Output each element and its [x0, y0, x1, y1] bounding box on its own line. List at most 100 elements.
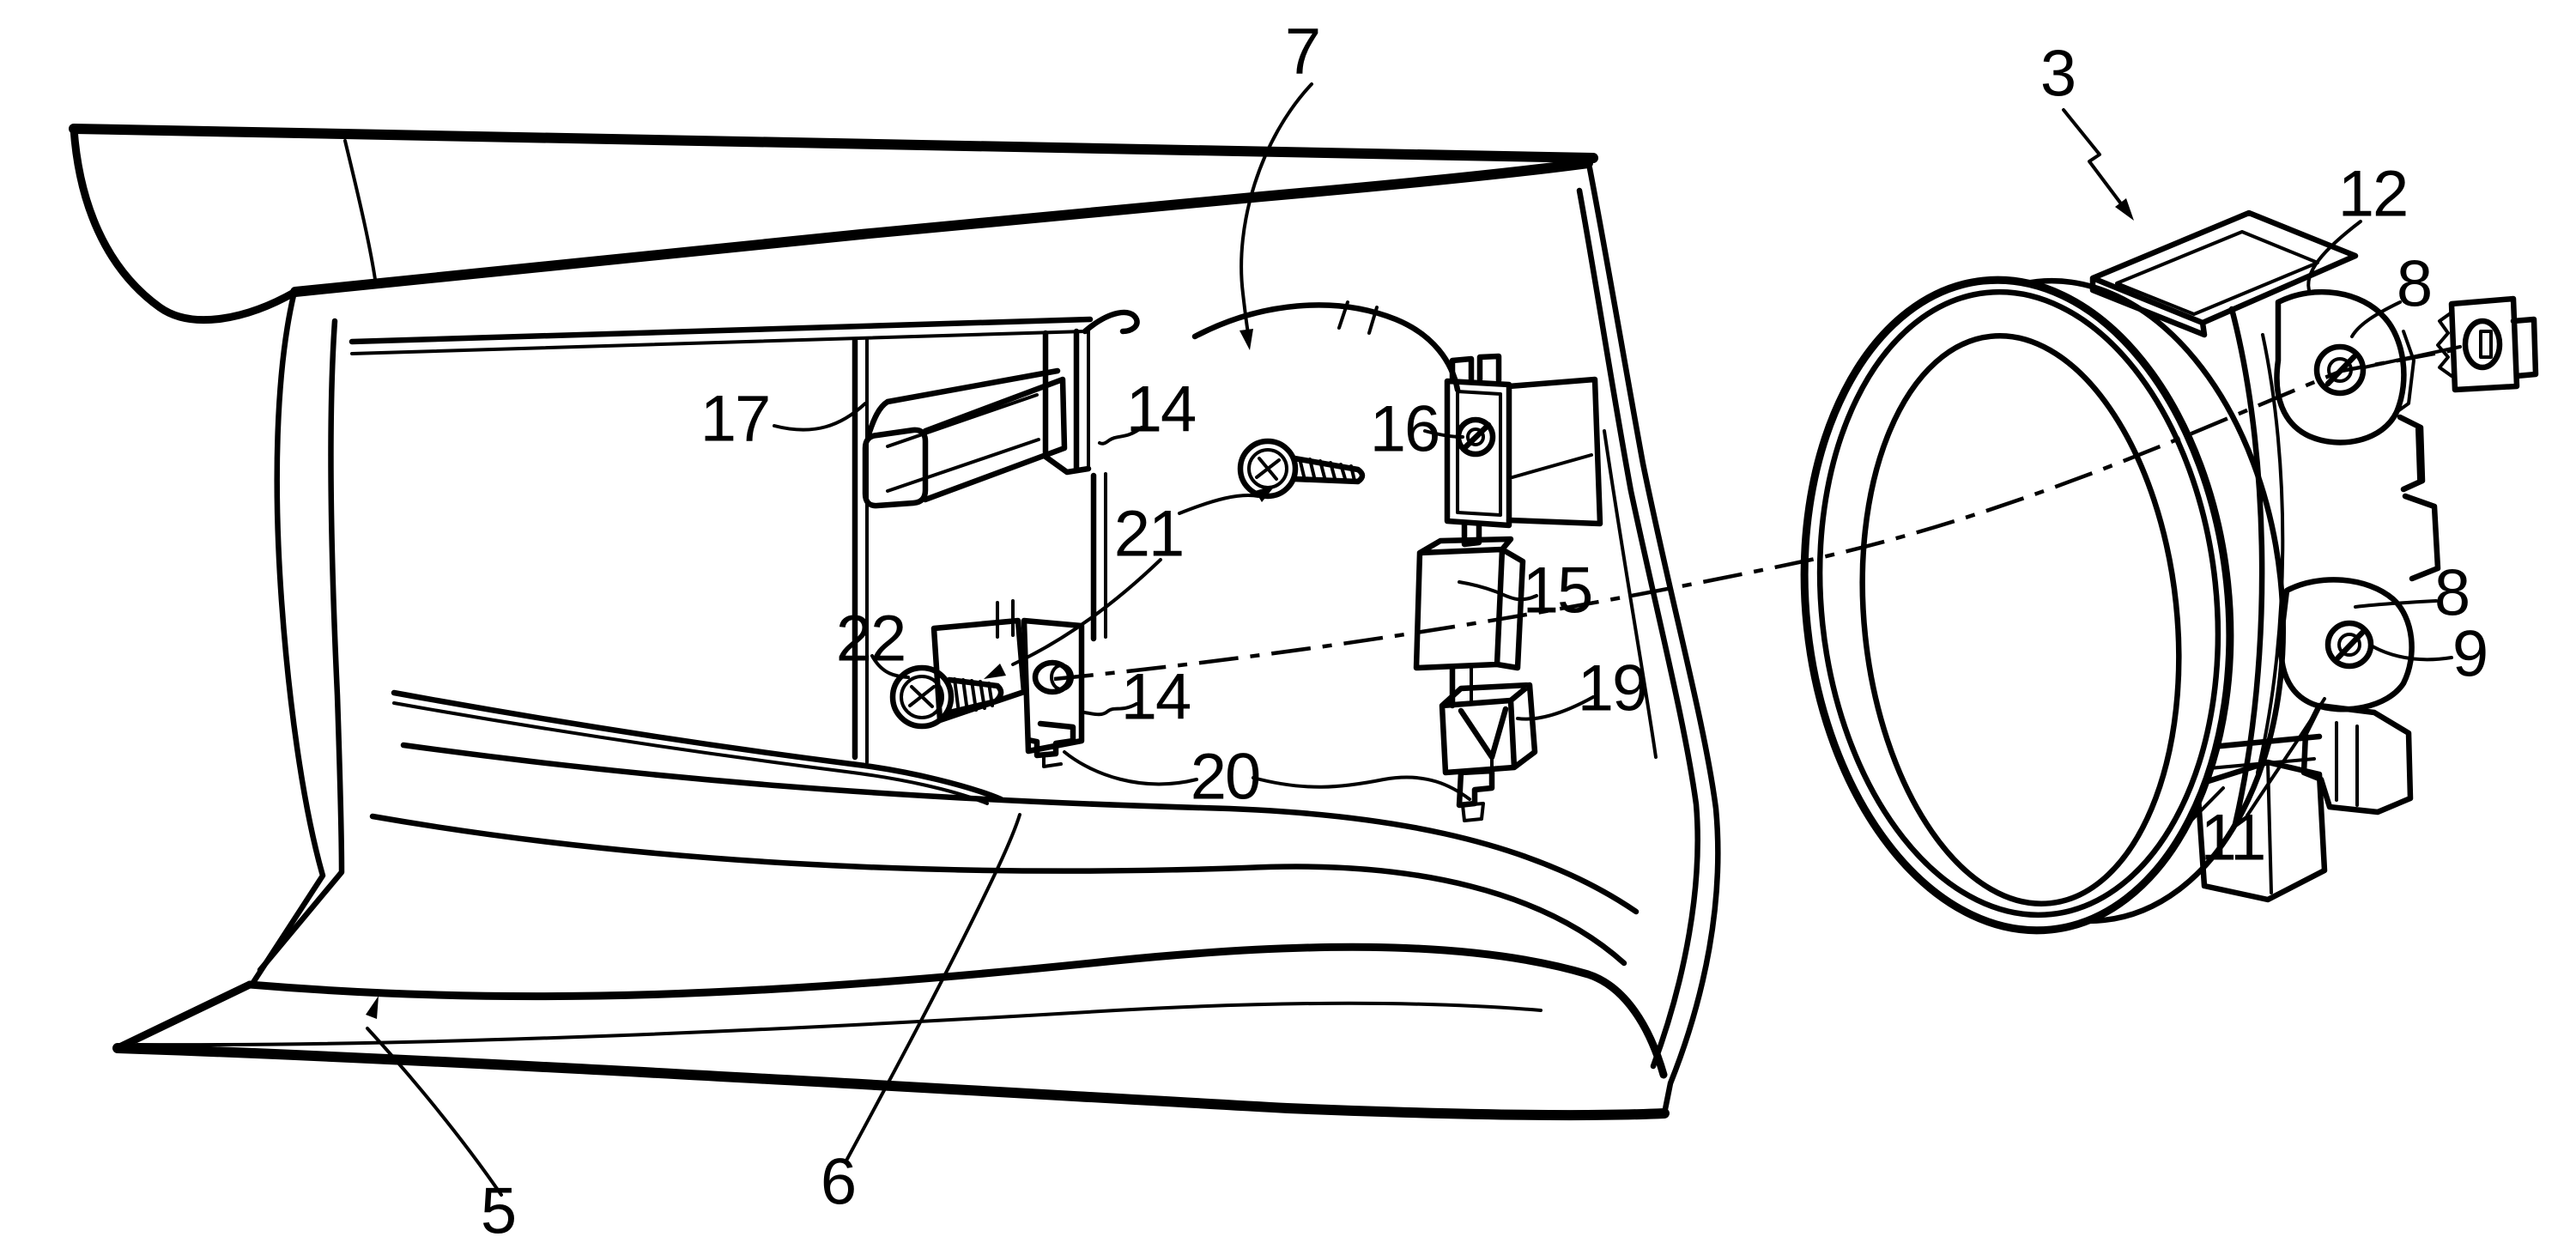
leader-11	[2246, 697, 2326, 817]
lip-top-edge	[245, 943, 1668, 1079]
ref-label-11: 11	[2201, 802, 2265, 875]
upper-tab-thickness	[2395, 330, 2415, 414]
pocket-sweep-line-1	[400, 742, 1640, 915]
screw-22-head	[889, 664, 955, 730]
leader-20-left	[1063, 750, 1198, 786]
guide-block-17-front	[862, 427, 929, 509]
bracket-14-lower-plate	[1021, 617, 1085, 755]
ref-label-3: 3	[2040, 38, 2075, 111]
opening-top-edge-inner	[350, 330, 1087, 355]
lamp-side-rib-line	[2415, 427, 2421, 481]
lower-tab-washer	[2324, 620, 2374, 670]
arrowhead-21-screw	[1255, 485, 1276, 502]
leader-12	[2306, 220, 2362, 294]
bracket-16-plate-inner	[1456, 390, 1502, 517]
fascia-right-edge-detail	[1603, 429, 1658, 759]
pillar-outer-line	[249, 292, 326, 987]
tab-to-nut-alignment-line	[2362, 345, 2462, 369]
arrowhead-21-hole	[984, 664, 1006, 679]
screw-21-threads	[1298, 457, 1356, 483]
leader-5	[366, 1027, 503, 1197]
ref-label-19: 19	[1578, 652, 1647, 725]
assembly-axis-line	[1053, 343, 2482, 682]
reference-labels: 7 3 12 8 17 14 16 21 15 22 14 19 20 8 9 …	[481, 15, 2488, 1248]
upper-tab-washer	[2313, 343, 2367, 397]
fascia-right-edge-outer	[1586, 165, 1721, 1117]
bracket-clip-foot-detail	[1042, 754, 1063, 768]
leader-21-to-screw	[1178, 494, 1260, 515]
screw-21-head	[1237, 438, 1299, 500]
lens-rim-thickness	[1816, 288, 2221, 919]
bracket-14-upper	[1042, 328, 1092, 476]
clip-nut-thread-detail	[2479, 330, 2493, 359]
ref-label-15: 15	[1523, 555, 1592, 628]
leader-8-upper	[2350, 300, 2402, 338]
ref-label-14-lower: 14	[1121, 661, 1191, 734]
bracket-clip-foot	[1025, 720, 1076, 759]
bracket-19-foot	[1456, 767, 1495, 809]
guide-block-17-slot-lines	[886, 393, 1040, 493]
ref-label-8-lower: 8	[2434, 557, 2469, 630]
screw-21-phillips-cross	[1255, 457, 1281, 481]
bracket-16-wedge-line	[1511, 453, 1593, 479]
clip-nut-spring-edge	[2436, 311, 2453, 378]
ref-label-5: 5	[481, 1175, 515, 1248]
ref-label-20: 20	[1191, 741, 1260, 814]
clip-nut	[2362, 295, 2539, 393]
opening-top-hook	[1082, 309, 1140, 335]
opening-sill-edge	[391, 689, 1004, 803]
leader-22	[870, 654, 910, 679]
arrowhead-7	[1240, 329, 1253, 350]
leader-9	[2371, 645, 2453, 662]
ref-label-14-upper: 14	[1126, 373, 1196, 446]
pocket-sweep-line-2	[369, 813, 1627, 967]
lower-tab-washer-slot	[2335, 629, 2366, 661]
ref-label-9: 9	[2452, 618, 2487, 691]
bumper-fascia	[69, 124, 1721, 1120]
lamp-side-ribs	[2397, 414, 2441, 582]
back-plate-assembly	[391, 328, 1107, 805]
connector-ribs	[2335, 721, 2359, 807]
ref-label-8-upper: 8	[2397, 248, 2431, 321]
ref-label-16: 16	[1370, 393, 1440, 466]
fascia-right-edge-inner	[1576, 187, 1700, 1070]
arrowhead-5	[366, 996, 379, 1019]
fascia-blade-bottom-sweep	[290, 158, 1593, 297]
bracket-16-washer-bore	[1466, 427, 1485, 446]
lower-tab-washer-bore	[2337, 633, 2361, 657]
bracket-16-plate	[1444, 378, 1512, 529]
leader-16	[1423, 429, 1464, 439]
ref-label-12: 12	[2338, 158, 2408, 231]
bracket-15-block	[1413, 536, 1526, 671]
leader-17	[773, 402, 867, 432]
screws	[889, 438, 1366, 730]
leader-6	[845, 813, 1021, 1162]
guide-block-17-top	[865, 367, 1061, 438]
leader-14-upper	[1098, 426, 1143, 446]
lip-left-tip-edge	[113, 980, 254, 1052]
pillar-inner-line	[257, 318, 345, 973]
lower-mounting-tab	[2278, 577, 2415, 712]
side-bracket-column	[1413, 353, 1603, 822]
leader-15	[1458, 580, 1538, 602]
fascia-bottom-edge	[112, 1043, 1670, 1120]
leader-8-lower	[2354, 599, 2438, 609]
guide-block-17-body	[922, 376, 1068, 503]
fascia-shoulder-curve	[1191, 302, 1461, 393]
connector-socket-11	[2300, 702, 2414, 815]
clip-nut-body	[2448, 295, 2520, 393]
bracket-16-support-wedge	[1506, 376, 1603, 527]
clip-nut-flange	[2510, 316, 2539, 379]
lamp-barrel-step	[2256, 333, 2285, 774]
lamp-top-pad-12	[2089, 209, 2359, 338]
opening-sill-edge-inner	[392, 701, 989, 805]
bracket-16-bottom-tab	[1461, 520, 1482, 548]
leader-lines	[366, 82, 2453, 1197]
screw-22-threads	[953, 677, 994, 714]
ref-label-6: 6	[821, 1146, 855, 1219]
bracket-19-box	[1439, 682, 1538, 776]
bracket-19-foot-pad	[1461, 802, 1485, 822]
opening-top-edge	[349, 316, 1094, 345]
